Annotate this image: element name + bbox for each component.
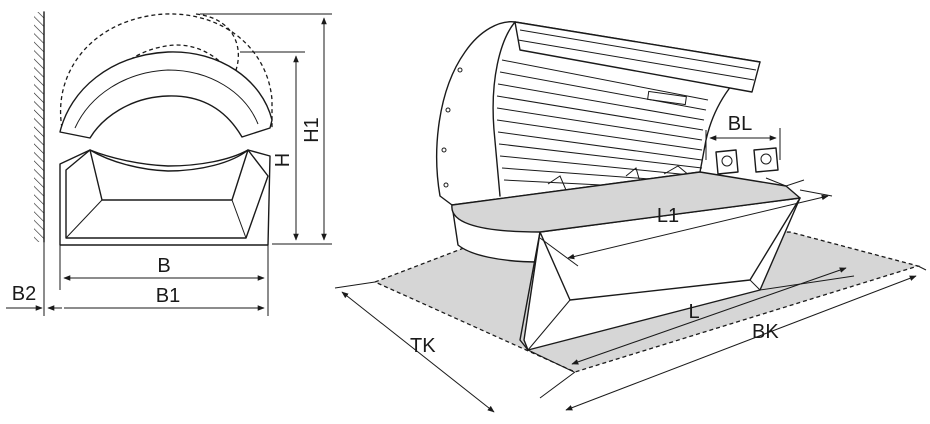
wall: [34, 11, 45, 243]
label-h: H: [272, 153, 294, 167]
perspective-view: TK BK: [334, 21, 927, 413]
label-bk: BK: [752, 321, 779, 343]
label-h1: H1: [301, 117, 323, 143]
canopy-closed: [59, 51, 273, 139]
side-view: H H1 B B1 B2: [6, 11, 332, 316]
dimension-b: [59, 245, 269, 316]
label-l1: L1: [657, 205, 679, 227]
label-l: L: [688, 301, 699, 323]
bed-body-side: [59, 149, 271, 246]
hinges: [547, 165, 691, 191]
label-tk: TK: [410, 335, 436, 357]
label-bl: BL: [728, 113, 752, 135]
dimension-l1: [539, 189, 833, 267]
dimension-b1: [43, 242, 265, 316]
speakers: [715, 147, 779, 175]
dimension-h1: [200, 13, 332, 245]
label-b: B: [157, 255, 170, 277]
dimension-l: [527, 267, 855, 373]
dimension-tk: [341, 291, 495, 413]
label-b2: B2: [12, 283, 36, 305]
label-b1: B1: [156, 285, 180, 307]
dimension-bl: [705, 128, 781, 160]
dimension-h: [240, 51, 305, 245]
